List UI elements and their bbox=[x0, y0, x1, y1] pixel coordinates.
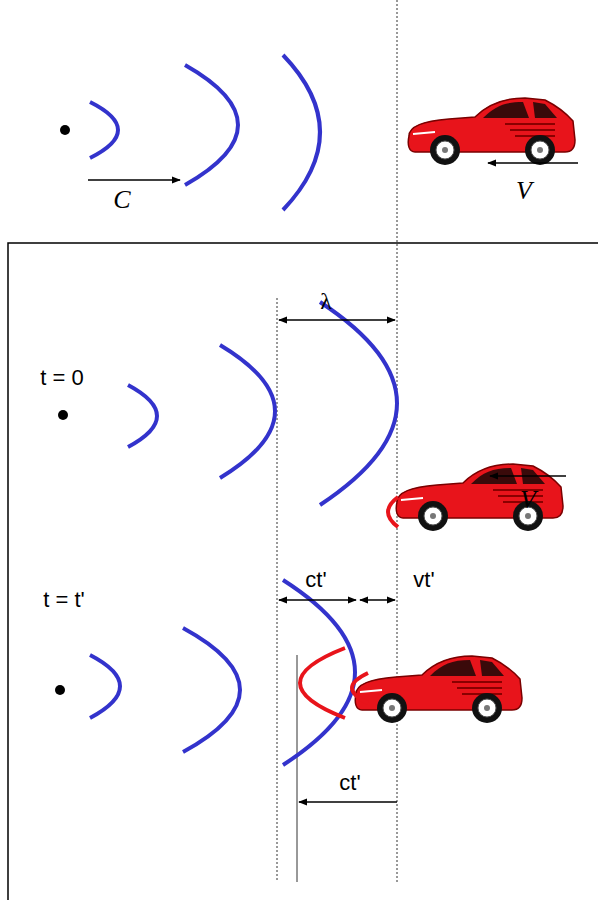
wavefront bbox=[128, 385, 157, 447]
guide-line bbox=[277, 298, 278, 882]
label-text: t = 0 bbox=[40, 367, 83, 389]
wavefront bbox=[283, 55, 320, 210]
reflected-wavefront bbox=[352, 673, 368, 703]
label-text: V bbox=[516, 178, 532, 204]
dimension-arrow bbox=[279, 599, 356, 601]
car bbox=[355, 656, 522, 723]
label-text: V bbox=[520, 487, 536, 513]
label-text: vt' bbox=[413, 569, 434, 591]
dimension-arrow bbox=[299, 801, 397, 803]
wavefront bbox=[183, 628, 240, 752]
car bbox=[408, 98, 575, 165]
label-text: ct' bbox=[305, 569, 326, 591]
label-text: λ bbox=[320, 289, 332, 313]
source-dot bbox=[60, 125, 70, 135]
wavefronts bbox=[90, 580, 355, 765]
velocity-arrow bbox=[488, 162, 578, 164]
label-text: t = t' bbox=[43, 589, 85, 611]
reflected-wavefront bbox=[300, 648, 345, 718]
source-dot bbox=[58, 410, 68, 420]
wavefront bbox=[283, 580, 355, 765]
wavefront bbox=[220, 345, 275, 478]
wavefront bbox=[90, 655, 120, 718]
label-text: ct' bbox=[339, 772, 360, 794]
dimension-arrow bbox=[360, 599, 395, 601]
reflected-wavefront bbox=[388, 497, 398, 527]
guide-line bbox=[297, 655, 298, 882]
panel-frame bbox=[8, 243, 598, 900]
dimension-arrow bbox=[279, 319, 395, 321]
car bbox=[396, 464, 563, 531]
source-dot bbox=[55, 685, 65, 695]
velocity-arrow bbox=[88, 179, 180, 181]
wavefront bbox=[185, 65, 238, 185]
velocity-arrow bbox=[490, 475, 566, 477]
wavefronts bbox=[128, 302, 397, 505]
wavefront bbox=[320, 302, 397, 505]
guide-line bbox=[397, 0, 398, 882]
wavefront bbox=[90, 102, 118, 158]
label-text: C bbox=[113, 187, 130, 213]
